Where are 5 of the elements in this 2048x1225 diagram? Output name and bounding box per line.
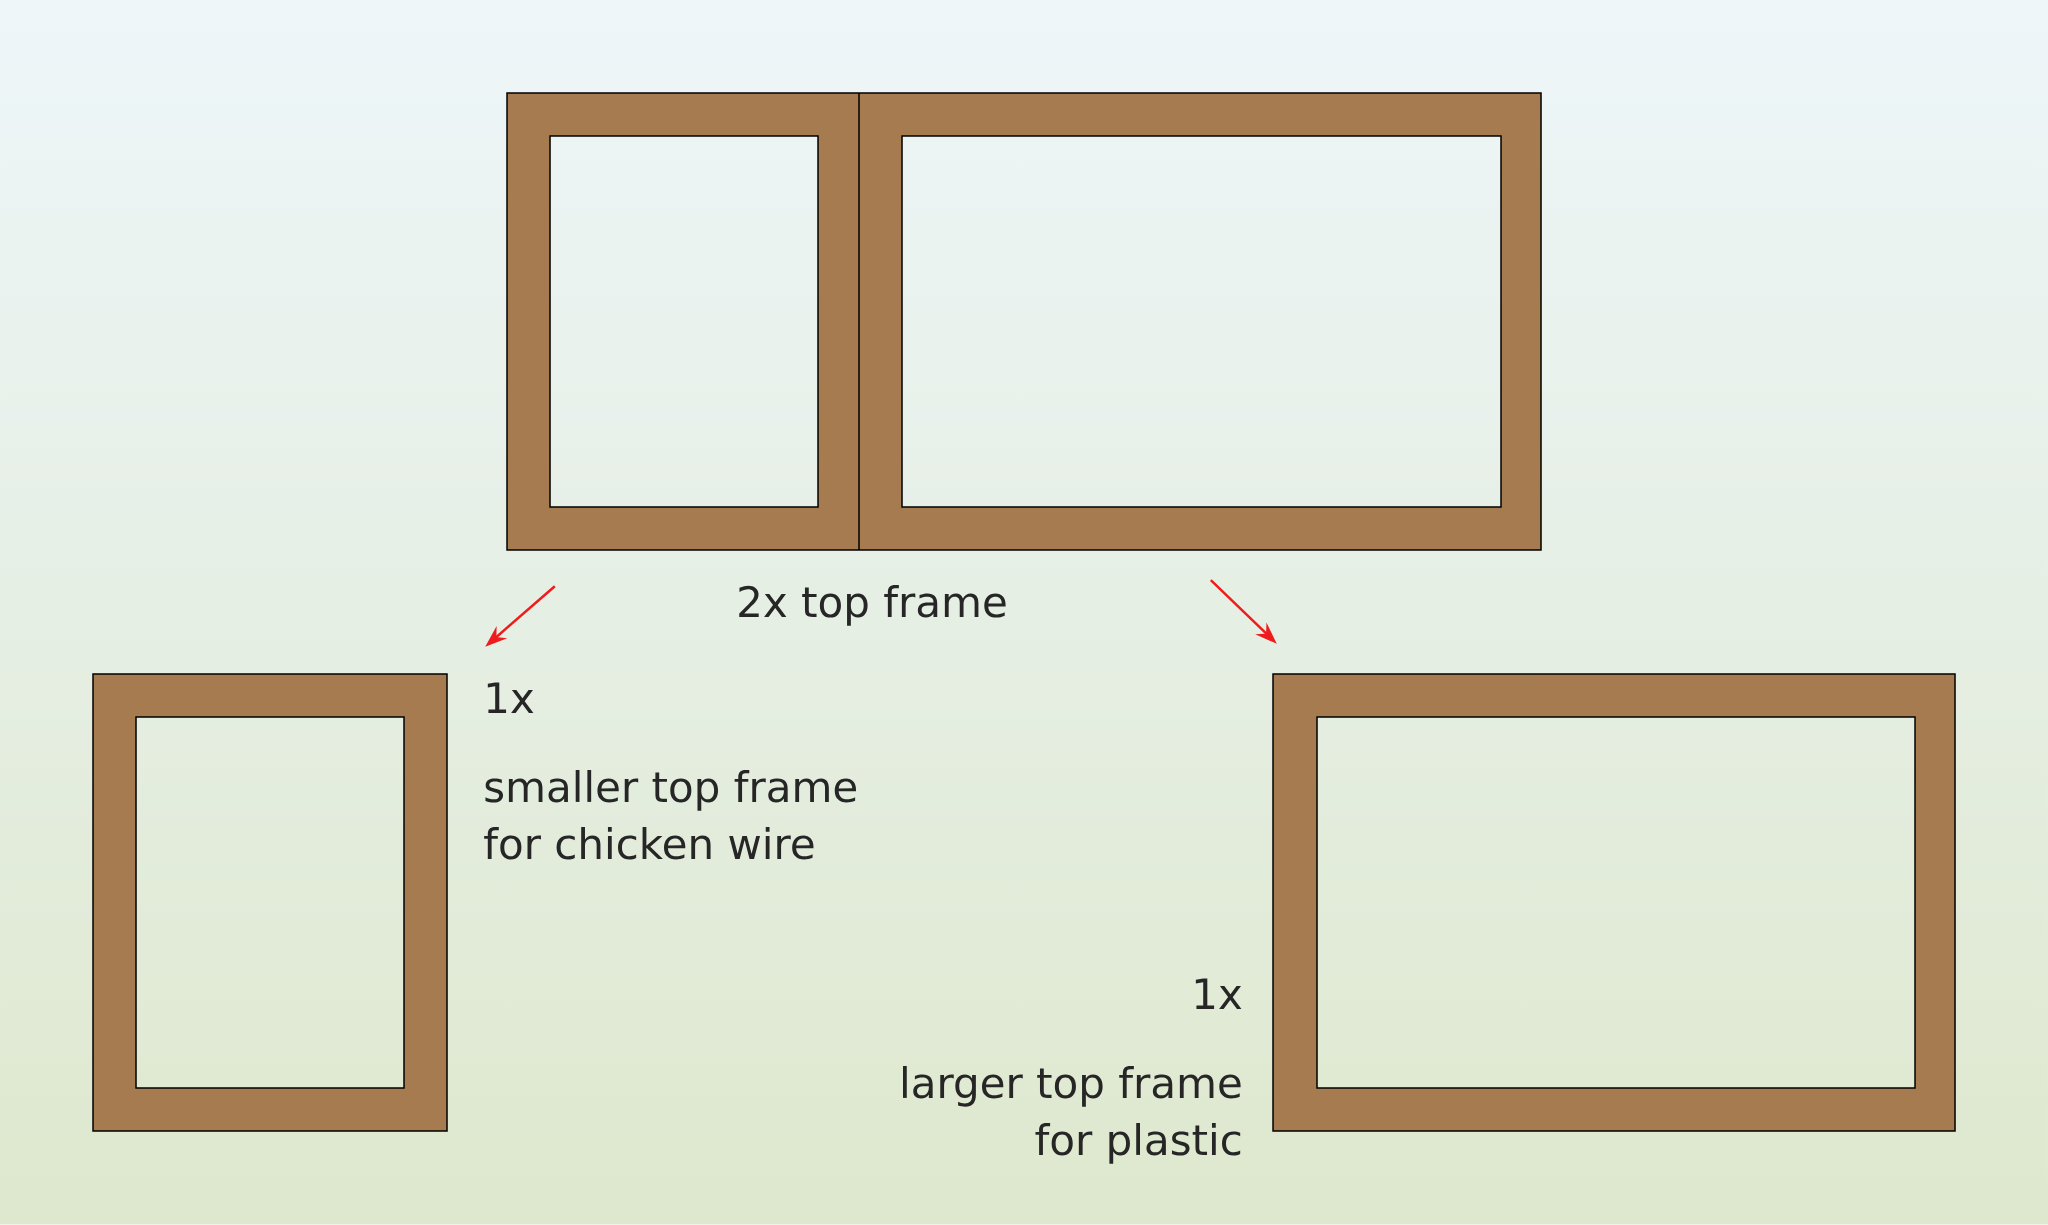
- frame-label: larger top frame for plastic: [903, 1066, 1241, 1164]
- frame-label: 1x: [487, 682, 534, 713]
- frame-label: smaller top frame for chicken wire: [484, 770, 856, 860]
- frame-label: 1x: [1195, 978, 1242, 1009]
- frame-label: 2x top frame: [739, 585, 1006, 626]
